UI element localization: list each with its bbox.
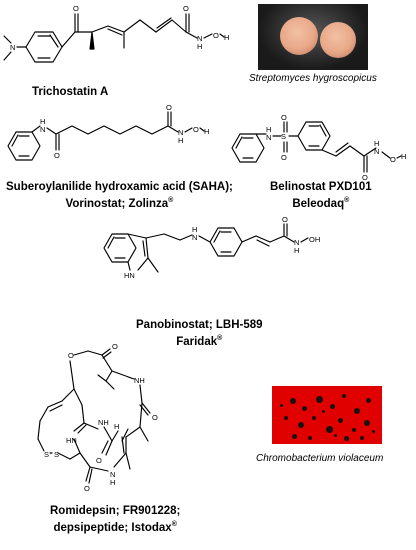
- colony: [322, 410, 325, 413]
- atom-label: H: [294, 246, 299, 255]
- colony: [302, 406, 307, 411]
- colony: [298, 422, 304, 428]
- caption-line: Belinostat PXD101: [270, 181, 372, 193]
- colony: [338, 418, 343, 423]
- colony: [312, 416, 316, 420]
- colony: [344, 436, 349, 441]
- atom-label: O: [282, 215, 288, 224]
- colony: [334, 434, 337, 437]
- atom-label: S: [281, 132, 286, 141]
- caption-line: Vorinostat; Zolinza: [65, 197, 169, 210]
- atom-label: H: [197, 42, 202, 51]
- caption-line: Suberoylanilide hydroxamic acid (SAHA);: [6, 181, 233, 193]
- atom-label: O: [281, 153, 287, 162]
- atom-label: O: [193, 125, 199, 134]
- caption-line: Panobinostat; LBH-589: [136, 319, 263, 331]
- atom-label: N: [10, 43, 15, 52]
- atom-label: H: [401, 152, 406, 161]
- atom-label: O: [84, 484, 90, 493]
- atom-label: O: [281, 113, 287, 122]
- atom-label: N: [178, 128, 183, 137]
- registered-mark: ®: [168, 197, 174, 204]
- atom-label: O: [152, 413, 158, 422]
- atom-label: H: [374, 139, 379, 148]
- atom-label: O: [112, 342, 118, 351]
- romidepsin-structure: O O NH O N H O HN S: [37, 342, 158, 493]
- atom-label: O: [183, 4, 189, 13]
- atom-label: H: [266, 125, 271, 134]
- caption-line: depsipeptide; Istodax: [53, 521, 172, 534]
- belinostat-structure: H N S O O O H N O H: [231, 113, 406, 182]
- colony: [320, 22, 356, 58]
- atom-label: H: [204, 127, 209, 136]
- atom-label: N: [374, 147, 379, 156]
- colony: [342, 394, 346, 398]
- colony: [308, 436, 312, 440]
- caption-line: Faridak: [176, 335, 218, 348]
- colony: [364, 420, 370, 426]
- caption-chromobacterium: Chromobacterium violaceum: [256, 453, 384, 464]
- colony: [326, 426, 333, 433]
- registered-mark: ®: [344, 197, 350, 204]
- saha-structure: H N O O N H O H: [7, 103, 209, 161]
- caption-panobinostat: Panobinostat; LBH-589 Faridak®: [136, 318, 263, 349]
- caption-saha: Suberoylanilide hydroxamic acid (SAHA); …: [6, 180, 233, 211]
- colony: [360, 436, 364, 440]
- atom-label: N: [110, 470, 115, 479]
- registered-mark: ®: [217, 335, 223, 342]
- atom-label: O: [166, 103, 172, 112]
- atom-label: NH: [134, 376, 145, 385]
- atom-label: H: [192, 225, 197, 234]
- atom-label: O: [213, 31, 219, 40]
- atom-label: H: [178, 136, 183, 145]
- caption-belinostat: Belinostat PXD101 Beleodaq®: [270, 180, 372, 211]
- caption-streptomyces: Streptomyces hygroscopicus: [249, 73, 377, 84]
- atom-label: NH: [98, 418, 109, 427]
- atom-label: O: [73, 4, 79, 13]
- atom-label: N: [294, 238, 299, 247]
- atom-label: N: [192, 233, 197, 242]
- atom-label: O: [96, 456, 102, 465]
- atom-label: N: [197, 34, 202, 43]
- colony: [280, 17, 318, 55]
- caption-trichostatin-a: Trichostatin A: [32, 86, 109, 98]
- atom-label: S: [44, 450, 49, 459]
- colony: [292, 434, 297, 439]
- chromobacterium-photo: [272, 386, 382, 444]
- colony: [290, 398, 296, 404]
- colony: [354, 408, 360, 414]
- atom-label: H: [224, 33, 229, 42]
- atom-label: N: [266, 133, 271, 142]
- atom-label: HN: [124, 271, 135, 280]
- atom-label: O: [68, 351, 74, 360]
- atom-label: H: [110, 478, 115, 487]
- atom-label: O: [54, 151, 60, 160]
- trichostatin-a-structure: N O O N H O H: [3, 4, 229, 63]
- atom-label: N: [40, 125, 45, 134]
- caption-line: Beleodaq: [292, 197, 345, 210]
- streptomyces-photo: [258, 4, 368, 70]
- atom-label: S: [54, 450, 59, 459]
- atom-label: HN: [66, 436, 77, 445]
- atom-label: OH: [309, 235, 320, 244]
- panobinostat-structure: HN H N O N H OH: [103, 215, 320, 280]
- colony: [352, 428, 356, 432]
- atom-label: H: [114, 422, 119, 431]
- colony: [316, 396, 323, 403]
- registered-mark: ®: [171, 521, 177, 528]
- colony: [280, 404, 283, 407]
- colony: [284, 416, 288, 420]
- caption-line: Romidepsin; FR901228;: [50, 505, 181, 517]
- atom-label: H: [40, 117, 45, 126]
- colony: [330, 404, 335, 409]
- atom-label: O: [390, 155, 396, 164]
- caption-romidepsin: Romidepsin; FR901228; depsipeptide; Isto…: [50, 504, 180, 535]
- atom-label: O: [362, 173, 368, 182]
- colony: [366, 398, 371, 403]
- colony: [372, 430, 375, 433]
